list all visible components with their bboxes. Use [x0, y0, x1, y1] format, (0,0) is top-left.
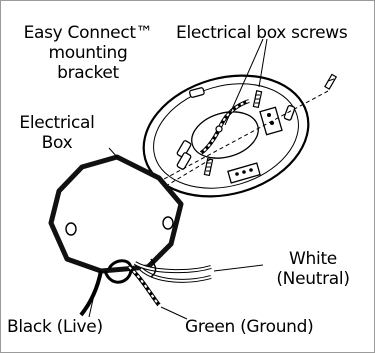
- terminal-screw: [267, 113, 271, 117]
- alignment-line: [160, 158, 212, 190]
- bracket-slot: [189, 87, 205, 98]
- green-ground-label: Green (Ground): [185, 317, 314, 337]
- box-mounting-hole: [162, 216, 174, 230]
- loose-screw: [324, 73, 338, 90]
- leader-line-black: [88, 294, 95, 318]
- bracket-label-line-1: Easy Connect™: [23, 23, 153, 43]
- electrical-box-label-line-2: Box: [41, 133, 73, 153]
- black-live-wire: [79, 270, 103, 317]
- leader-line-box: [108, 147, 119, 159]
- white-neutral-label: White (Neutral): [263, 249, 363, 289]
- leader-line-screws: [258, 38, 268, 88]
- white-neutral-label-line-1: White: [289, 249, 337, 269]
- terminal-block: [259, 106, 283, 136]
- bracket-center-hole: [191, 111, 259, 159]
- bracket-center-screw: [215, 125, 223, 133]
- bracket-label: Easy Connect™ mounting bracket: [3, 23, 173, 83]
- bracket-slot: [176, 152, 192, 170]
- bracket-screw: [252, 90, 263, 109]
- bracket-inner-ring: [153, 83, 299, 189]
- bracket-slot: [176, 140, 192, 158]
- black-live-label: Black (Live): [7, 317, 103, 337]
- terminal-screw: [235, 172, 239, 176]
- box-mounting-hole: [65, 222, 77, 236]
- leader-line-screws: [224, 38, 264, 126]
- leader-line-white: [213, 264, 264, 272]
- white-neutral-core-2: [140, 268, 212, 282]
- leader-line-green: [160, 306, 188, 320]
- bracket-wire-stripe: [200, 100, 250, 154]
- white-neutral-core: [134, 262, 212, 273]
- mounting-bracket: [142, 74, 310, 198]
- white-neutral-label-line-2: (Neutral): [276, 269, 350, 289]
- bracket-slot: [283, 104, 296, 121]
- green-ground-stripe: [128, 266, 160, 306]
- electrical-box-label: Electrical Box: [7, 113, 107, 153]
- terminal-screw: [242, 170, 246, 174]
- electrical-box-label-line-1: Electrical: [19, 113, 95, 133]
- terminal-screw: [249, 168, 253, 172]
- bracket-label-line-3: bracket: [57, 63, 119, 83]
- bracket-label-line-2: mounting: [48, 43, 128, 63]
- screws-label: Electrical box screws: [176, 23, 348, 43]
- wire-tie: [150, 258, 157, 278]
- wires: [79, 258, 212, 317]
